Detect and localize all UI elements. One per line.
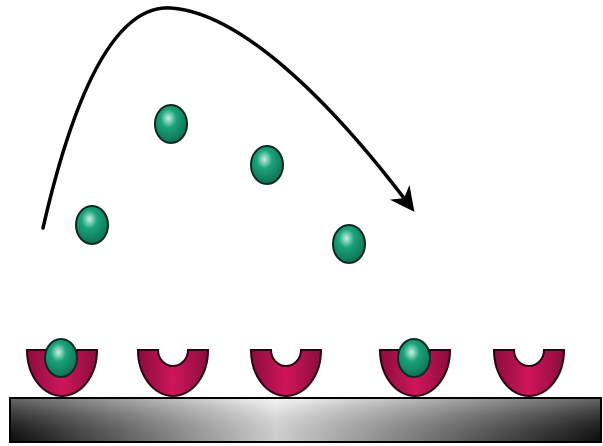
receptor-site [380,339,450,396]
receptor-site [494,350,564,396]
receptor-site [138,350,208,396]
surface-shading [11,399,600,441]
bound-particle [45,339,77,377]
free-particle [76,206,108,244]
free-particle [251,146,283,184]
free-particle [333,225,365,263]
bound-particle [398,339,430,377]
free-particles [76,105,365,263]
trajectory-arrow [43,8,410,228]
receptors [27,339,564,396]
receptor-site [27,339,97,396]
surface [10,398,601,442]
receptor-site [251,350,321,396]
free-particle [155,105,187,143]
